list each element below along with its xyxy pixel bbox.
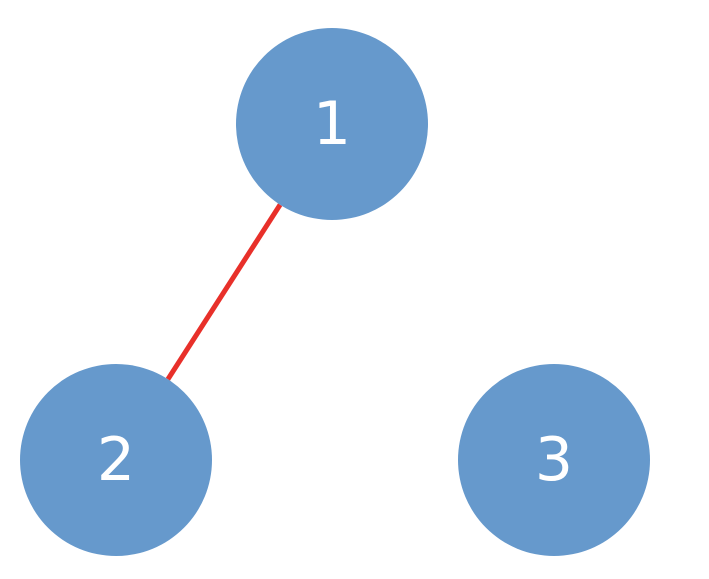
node-label-3: 3 xyxy=(535,425,573,495)
node-3: 3 xyxy=(458,364,650,556)
node-circle-3 xyxy=(458,364,650,556)
node-1: 1 xyxy=(236,28,428,220)
node-2: 2 xyxy=(20,364,212,556)
node-label-2: 2 xyxy=(97,425,135,495)
nodes-layer: 1 2 3 xyxy=(20,28,650,556)
edge-1-2 xyxy=(165,203,283,381)
node-circle-1 xyxy=(236,28,428,220)
edges-layer xyxy=(165,203,283,381)
node-circle-2 xyxy=(20,364,212,556)
node-label-1: 1 xyxy=(313,89,351,159)
